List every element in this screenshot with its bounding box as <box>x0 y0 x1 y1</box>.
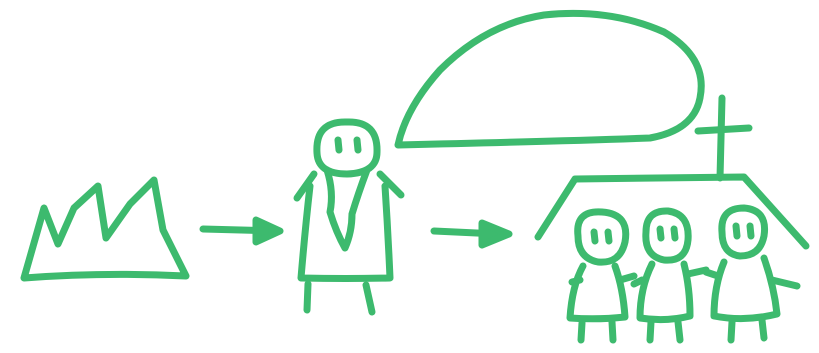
bearded-figure <box>297 122 401 312</box>
figure-body <box>301 186 390 279</box>
figure-eye-left <box>338 140 339 150</box>
congregation-person <box>634 211 706 340</box>
arrow-right-icon <box>434 223 509 245</box>
figure-head <box>317 122 377 174</box>
church-cross-bar <box>698 128 749 131</box>
congregation-person <box>706 208 797 340</box>
arrow-right-icon <box>203 220 280 242</box>
speech-bubble <box>398 13 701 145</box>
figure-leg-left <box>307 284 308 310</box>
congregation-person <box>570 212 634 340</box>
figure-leg-right <box>366 285 372 312</box>
congregation-figures <box>570 208 797 340</box>
crown-icon <box>24 180 186 278</box>
figure-eye-right <box>357 140 358 150</box>
figure-beard <box>327 170 367 248</box>
church-cross <box>720 98 722 178</box>
